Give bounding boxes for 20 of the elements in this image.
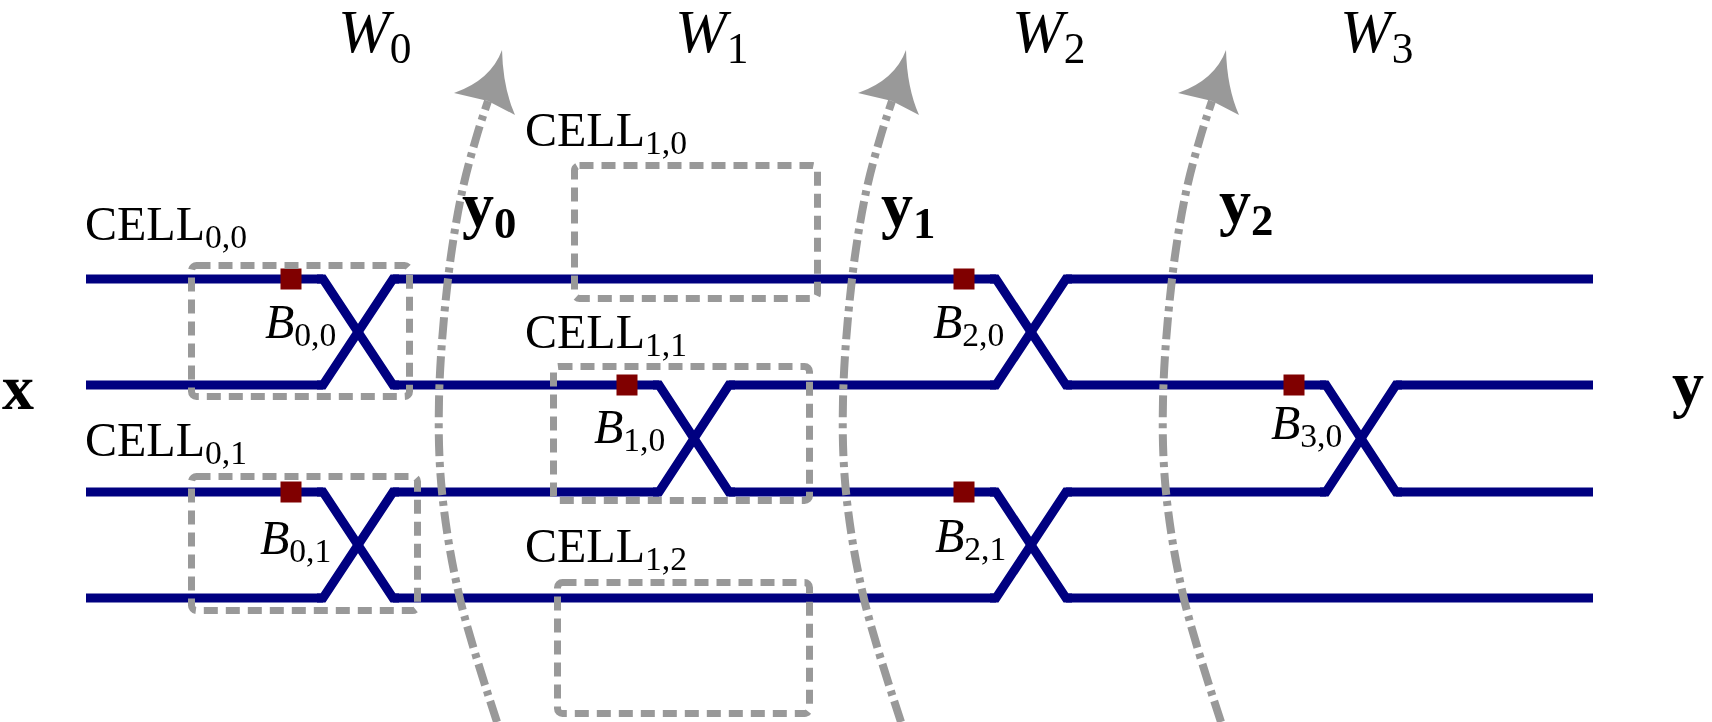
cell-label: CELL$_{1,2}$ [525,521,687,580]
cell-label: CELL$_{1,0}$ [525,105,687,164]
index-label: W$_{3}$ [1340,0,1414,74]
index-label: W$_{1}$ [675,0,749,74]
index-label: W$_{0}$ [338,0,412,74]
cell-label: CELL$_{0,0}$ [85,199,247,258]
splitter-label: B$_{1,0}$ [594,402,666,461]
output-label: y$_{1}$ [881,173,936,250]
input-label: x [2,356,34,426]
splitter-label: B$_{2,1}$ [935,511,1007,570]
splitter-label: B$_{0,0}$ [265,297,337,356]
output-label: y [1672,352,1704,422]
output-label: y$_{2}$ [1219,170,1274,247]
cell-label: CELL$_{1,1}$ [525,307,687,366]
splitter-label: B$_{2,0}$ [933,297,1005,356]
cell-label: CELL$_{0,1}$ [85,415,247,474]
splitter-label: B$_{0,1}$ [260,513,332,572]
index-label: W$_{2}$ [1012,0,1086,74]
output-label: y$_{0}$ [462,173,517,250]
splitter-label: B$_{3,0}$ [1271,398,1343,457]
